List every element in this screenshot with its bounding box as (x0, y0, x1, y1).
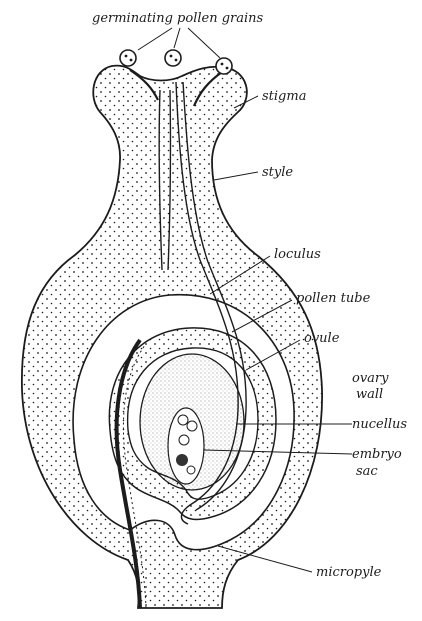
embryo-sac (168, 408, 204, 484)
leader-line (214, 172, 258, 180)
label-embryo-sac-line-2: sac (356, 464, 378, 479)
label-nucellus: nucellus (352, 417, 407, 432)
leader-line (188, 28, 220, 58)
label-style: style (262, 165, 293, 180)
label-ovary-wall-line-1: ovary (352, 371, 389, 386)
label-ovary-wall-line-2: wall (356, 387, 383, 402)
label-loculus: loculus (274, 247, 321, 262)
pollen-grain (165, 50, 181, 66)
pollen-grain (216, 58, 232, 74)
label-pollen-tube: pollen tube (296, 291, 371, 306)
label-ovule: ovule (304, 331, 340, 346)
label-germinating-pollen-grains: germinating pollen grains (92, 11, 264, 26)
egg-cell (176, 454, 188, 466)
pollen-grain (120, 50, 136, 66)
label-stigma: stigma (262, 89, 306, 104)
label-embryo-sac-line-1: embryo (352, 447, 402, 462)
leader-line (138, 28, 172, 50)
leader-line (174, 28, 180, 48)
label-micropyle: micropyle (316, 565, 382, 580)
